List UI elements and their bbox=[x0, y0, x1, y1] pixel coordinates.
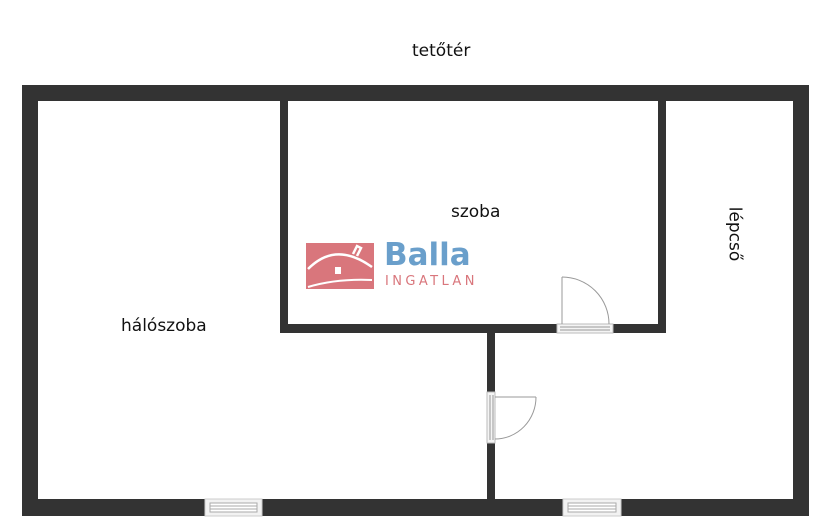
wall-top bbox=[22, 85, 809, 101]
logo-subtitle: INGATLAN bbox=[385, 274, 478, 289]
house-roof-icon bbox=[306, 243, 374, 289]
wall-bottom-middle bbox=[262, 499, 563, 516]
inner-walls bbox=[280, 101, 666, 499]
logo-name: Balla bbox=[384, 237, 471, 273]
wall-szoba-right bbox=[658, 101, 666, 333]
wall-szoba-bottom-left bbox=[280, 324, 557, 333]
wall-right bbox=[793, 85, 809, 516]
wall-bottom-right bbox=[621, 499, 809, 516]
room-label-haloszoba: hálószoba bbox=[121, 316, 207, 336]
floor-title: tetőtér bbox=[412, 41, 471, 61]
watermark-logo: Balla INGATLAN bbox=[306, 237, 526, 291]
room-label-szoba: szoba bbox=[451, 202, 501, 222]
wall-divider-lower bbox=[487, 443, 495, 499]
wall-bottom-left bbox=[22, 499, 205, 516]
wall-divider-upper bbox=[487, 333, 495, 392]
door-szoba bbox=[556, 276, 614, 334]
wall-szoba-bottom-right bbox=[613, 324, 666, 333]
room-label-lepcso: lépcső bbox=[724, 206, 745, 262]
window-left bbox=[204, 498, 263, 517]
wall-szoba-left bbox=[280, 101, 288, 333]
outer-walls bbox=[22, 85, 809, 516]
door-divider bbox=[486, 391, 537, 444]
wall-left bbox=[22, 85, 38, 516]
window-right bbox=[562, 498, 622, 517]
